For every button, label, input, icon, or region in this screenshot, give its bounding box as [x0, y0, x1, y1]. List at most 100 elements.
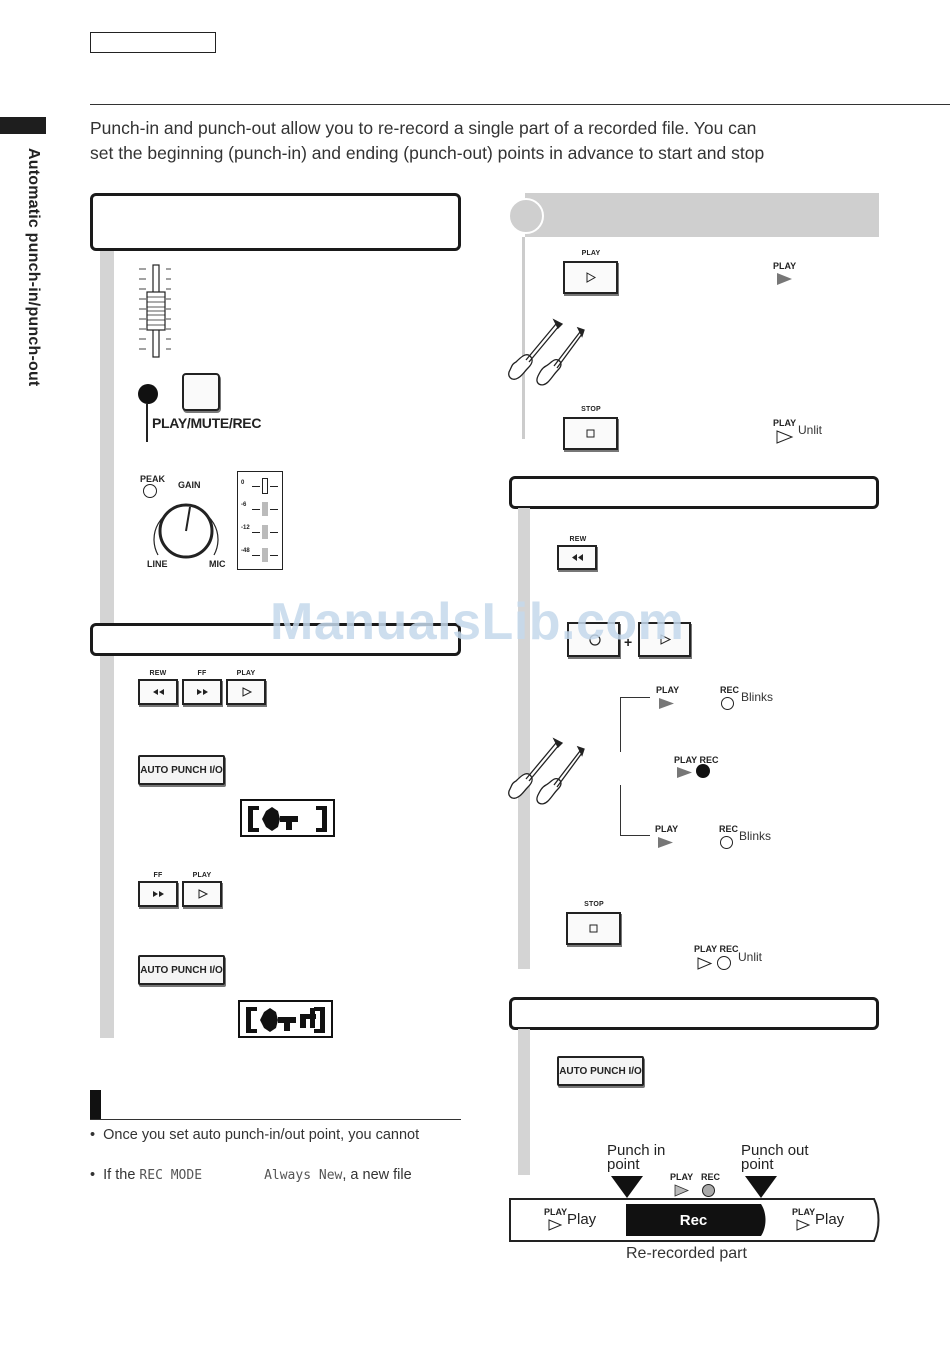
gain-knob-icon[interactable] [146, 493, 226, 569]
punch-out-line-1: Punch out [741, 1142, 809, 1159]
meter-tick-line [270, 486, 278, 487]
ff-label: FF [197, 670, 207, 677]
ff-button-2[interactable] [138, 881, 178, 907]
play-button[interactable] [226, 679, 266, 705]
rew-button[interactable] [138, 679, 178, 705]
timeline-rec-small: REC [701, 1172, 721, 1182]
play-indicator-label-2: PLAY [773, 418, 797, 428]
punch-in-label: Punch in point [607, 1142, 666, 1173]
bracket-line-bottom [620, 785, 621, 835]
track-button-label: PLAY/MUTE/REC [152, 415, 262, 431]
side-section-title: Automatic punch-in/punch-out [25, 148, 42, 387]
rew-button-r[interactable] [557, 545, 597, 570]
ff-label-2: FF [153, 872, 163, 879]
track-leader-line [146, 404, 148, 442]
play-button-r[interactable] [563, 261, 618, 294]
punch-in-arrow-icon [611, 1176, 643, 1198]
ff-button[interactable] [182, 679, 222, 705]
guitars-icon-2 [508, 737, 585, 805]
tl-right-play-small: PLAY [792, 1207, 816, 1217]
auto-punch-button-2[interactable]: AUTO PUNCH I/O [138, 955, 225, 985]
ind3-rec-led [720, 836, 733, 849]
re-recorded-caption: Re-recorded part [626, 1245, 747, 1262]
auto-punch-button-1[interactable]: AUTO PUNCH I/O [138, 755, 225, 785]
tl-right-play-word: Play [815, 1211, 845, 1228]
note-rule [90, 1119, 461, 1120]
meter-tick-48: -48 [241, 548, 250, 554]
punch-in-line-1: Punch in [607, 1142, 666, 1159]
fast-forward-icon [153, 891, 164, 897]
step-box-4 [509, 997, 879, 1030]
peak-label: PEAK [140, 474, 166, 484]
rec-button-r[interactable] [567, 622, 620, 657]
play-indicator-label: PLAY [773, 261, 797, 271]
note-bullet-1-text: Once you set auto punch-in/out point, yo… [103, 1127, 420, 1143]
ind4-play-rec-label: PLAY REC [694, 944, 739, 954]
auto-punch-button-3[interactable]: AUTO PUNCH I/O [557, 1056, 644, 1086]
meter-tick-line [252, 555, 260, 556]
lcd-punch-in-display [240, 799, 335, 837]
play-icon [198, 889, 209, 899]
play-unlit-text: Unlit [798, 423, 823, 437]
timeline-play-icon [674, 1184, 690, 1197]
rewind-icon [153, 689, 164, 695]
intro-line-2: set the beginning (punch-in) and ending … [90, 143, 765, 163]
meter-seg-2 [262, 502, 268, 516]
track-button[interactable] [182, 373, 220, 411]
rew-label: REW [149, 670, 167, 677]
ind4-unlit-text: Unlit [738, 950, 763, 964]
ind4-play-unlit-icon [697, 957, 713, 970]
guitars-icon [508, 318, 585, 386]
play-unlit-indicator-icon [776, 430, 794, 444]
line-label: LINE [147, 559, 168, 569]
punch-in-line-2: point [607, 1156, 640, 1173]
rewind-icon [572, 554, 583, 561]
stop-label-r2: STOP [584, 901, 604, 908]
ind4-rec-unlit-led [717, 956, 731, 970]
stop-label-r: STOP [581, 406, 601, 413]
step-box-3 [509, 476, 879, 509]
lcd-punch-in-out-display [238, 1000, 333, 1038]
track-led [138, 384, 158, 404]
note-marker [90, 1090, 101, 1120]
play-label-2: PLAY [192, 872, 212, 879]
bracket-line-top [620, 697, 621, 752]
note-bullet-2: • If the REC MODE Always New, a new file [90, 1167, 412, 1183]
punch-out-line-2: point [741, 1156, 774, 1173]
meter-tick-12: -12 [241, 525, 250, 531]
meter-tick-line [252, 486, 260, 487]
watermark: ManualsLib.com [270, 593, 685, 651]
meter-seg-4 [262, 548, 268, 562]
peak-led [143, 484, 157, 498]
play-button-2[interactable] [182, 881, 222, 907]
meter-seg-1 [262, 478, 268, 494]
play-icon [660, 634, 672, 645]
fast-forward-icon [197, 689, 208, 695]
rec-mode-parameter: REC MODE [139, 1168, 203, 1183]
step-number-circle [508, 198, 544, 234]
plus-sign: + [624, 634, 633, 650]
stop-icon [589, 924, 598, 933]
ind1-rec-label: REC [720, 685, 740, 695]
punch-out-label: Punch out point [741, 1142, 809, 1173]
note-bullet-1: • Once you set auto punch-in/out point, … [90, 1127, 420, 1143]
meter-tick-line [270, 509, 278, 510]
intro-paragraph: Punch-in and punch-out allow you to re-r… [90, 116, 910, 166]
fader-icon[interactable] [136, 262, 176, 360]
gain-label: GAIN [178, 480, 201, 490]
rec-mode-value: Always New [264, 1168, 343, 1183]
note-bullet-2-suffix: , a new file [342, 1167, 412, 1183]
ind2-play-rec-label: PLAY REC [674, 755, 719, 765]
right-step-line-1 [522, 237, 525, 439]
play-label-r: PLAY [581, 250, 601, 257]
ind3-play-lit-icon [658, 837, 673, 848]
stop-button-r2[interactable] [566, 912, 621, 945]
stop-button-r[interactable] [563, 417, 618, 450]
punch-out-arrow-icon [745, 1176, 777, 1198]
play-button-r2[interactable] [638, 622, 691, 657]
step-box-1 [90, 193, 461, 251]
rec-circle-icon [589, 634, 601, 646]
ind3-play-label: PLAY [655, 824, 679, 834]
intro-line-1: Punch-in and punch-out allow you to re-r… [90, 118, 757, 138]
play-icon [586, 272, 597, 283]
